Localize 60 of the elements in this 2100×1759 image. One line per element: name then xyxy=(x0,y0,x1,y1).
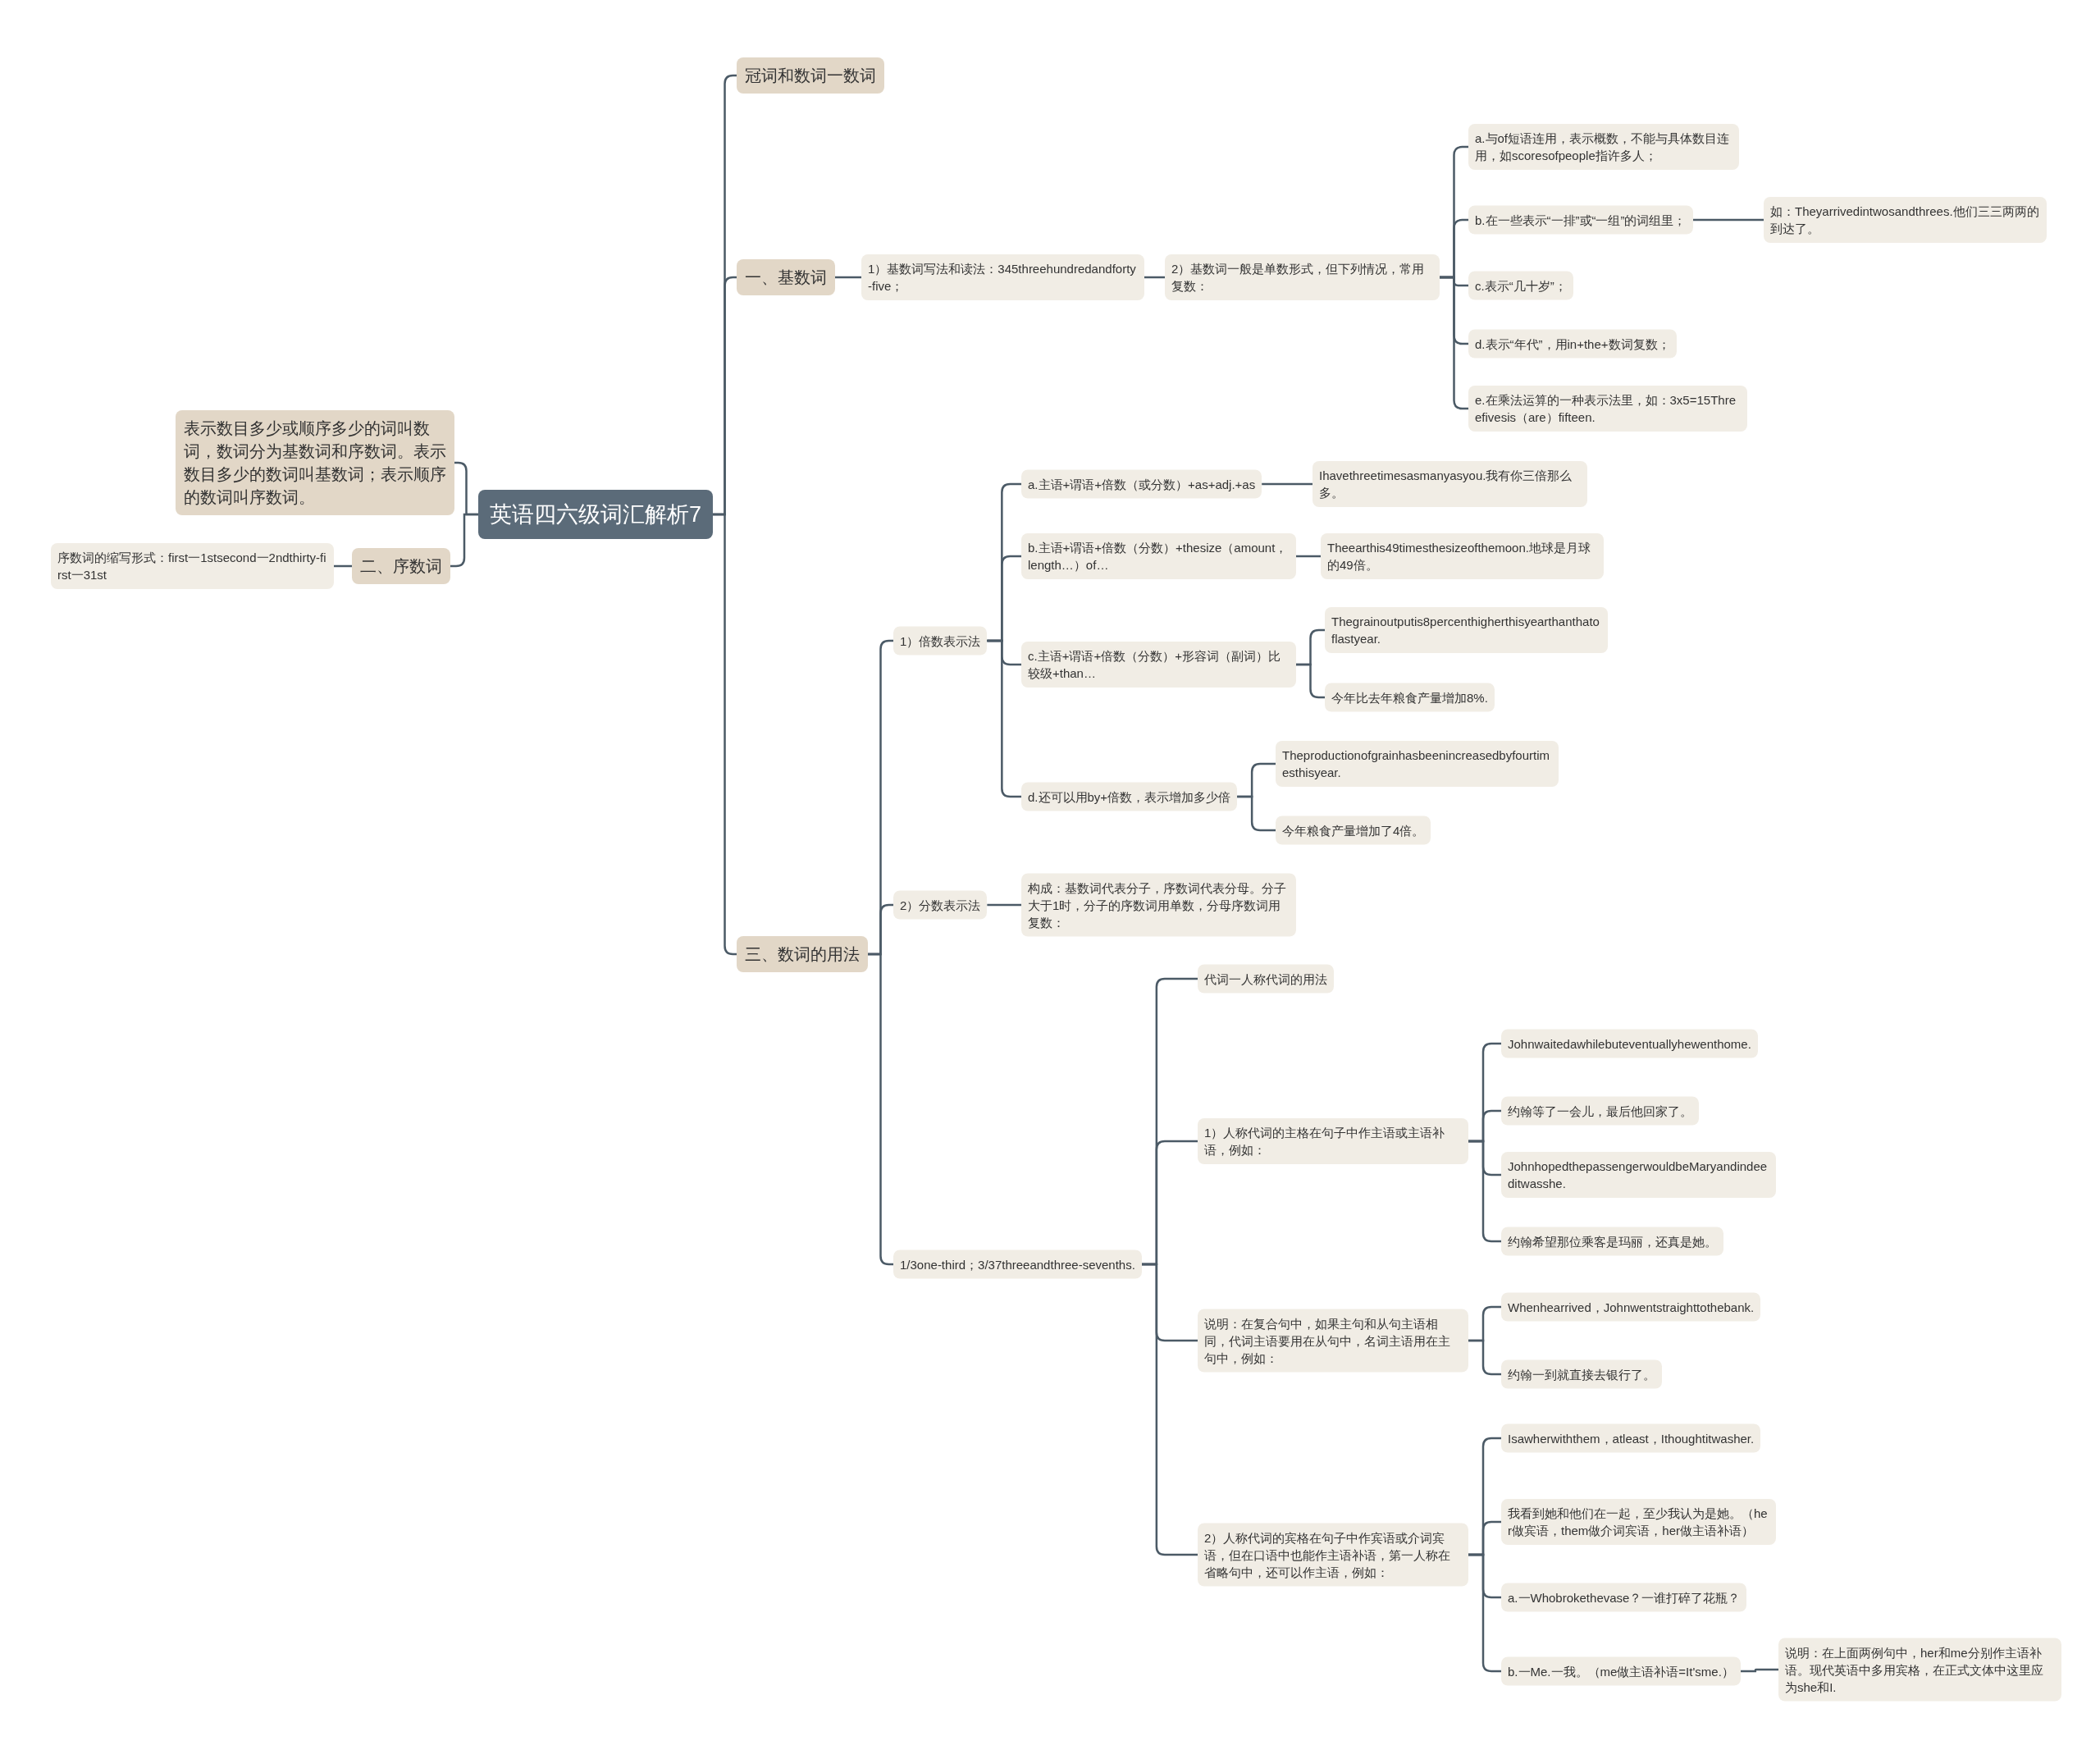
main-topic: 二、序数词 xyxy=(352,548,450,584)
connector-line xyxy=(987,903,1021,907)
subtopic: 1）倍数表示法 xyxy=(893,626,988,656)
subtopic: 构成：基数词代表分子，序数词代表分母。分子大于1时，分子的序数词用单数，分母序数词用复数： xyxy=(1021,873,1296,937)
subtopic: 2）基数词一般是单数形式，但下列情况，常用复数： xyxy=(1165,254,1440,300)
subtopic: a.主语+谓语+倍数（或分数）+as+adj.+as xyxy=(1021,469,1262,499)
subtopic: b.一Me.一我。（me做主语补语=It'sme.） xyxy=(1501,1656,1741,1686)
subtopic: 1）人称代词的主格在句子中作主语或主语补语，例如： xyxy=(1198,1118,1468,1164)
subtopic: e.在乘法运算的一种表示法里，如：3x5=15Threefivesis（are）fifteen. xyxy=(1468,386,1747,432)
connector-line xyxy=(987,639,1021,798)
connector-line xyxy=(1141,1263,1198,1556)
main-topic: 冠词和数词一数词 xyxy=(737,57,884,94)
subtopic: c.主语+谓语+倍数（分数）+形容词（副词）比较级+than… xyxy=(1021,642,1296,688)
central-topic: 英语四六级词汇解析7 xyxy=(478,490,714,539)
main-topic: 三、数词的用法 xyxy=(737,936,868,972)
connector-line xyxy=(1468,1339,1501,1376)
subtopic: 说明：在上面两例句中，her和me分别作主语补语。现代英语中多用宾格，在正式文体中这里应为she和I. xyxy=(1778,1638,2061,1702)
subtopic: 2）分数表示法 xyxy=(893,890,988,920)
connector-line xyxy=(334,564,352,568)
subtopic: 约翰希望那位乘客是玛丽，还真是她。 xyxy=(1501,1227,1723,1256)
subtopic: 说明：在复合句中，如果主句和从句主语相同，代词主语要用在从句中，名词主语用在主句中，例如： xyxy=(1198,1309,1468,1373)
connector-line xyxy=(1262,482,1312,486)
subtopic: 1）基数词写法和读法：345threehundredandforty-five； xyxy=(861,254,1144,300)
subtopic: 我看到她和他们在一起，至少我认为是她。（her做宾语，them做介词宾语，her做主语补语） xyxy=(1501,1499,1776,1545)
connector-line xyxy=(1740,1668,1778,1673)
connector-line xyxy=(835,276,861,279)
subtopic: Theproductionofgrainhasbeenincreasedbyfourtimesthisyear. xyxy=(1276,741,1559,787)
subtopic: Isawherwiththem，atleast，Ithoughtitwasher. xyxy=(1501,1423,1761,1453)
subtopic: 约翰一到就直接去银行了。 xyxy=(1501,1359,1662,1389)
subtopic: b.在一些表示“一排”或“一组”的词组里； xyxy=(1468,205,1693,235)
subtopic: Ihavethreetimesasmanyasyou.我有你三倍那么多。 xyxy=(1312,461,1587,507)
subtopic: b.主语+谓语+倍数（分数）+thesize（amount，length…）of… xyxy=(1021,533,1296,579)
subtopic: 序数词的缩写形式：first一1stsecond一2ndthirty-first一31st xyxy=(51,543,334,589)
connector-line xyxy=(1692,218,1764,222)
subtopic: 1/3one-third；3/37threeandthree-sevenths. xyxy=(893,1250,1142,1279)
subtopic: 2）人称代词的宾格在句子中作宾语或介词宾语，但在口语中也能作主语补语，第一人称在省略句中，还可以作主语，例如： xyxy=(1198,1523,1468,1587)
subtopic: 今年比去年粮食产量增加8%. xyxy=(1325,683,1495,712)
subtopic: d.表示“年代”，用in+the+数词复数； xyxy=(1468,329,1677,359)
main-topic: 一、基数词 xyxy=(737,259,835,295)
connector-line xyxy=(1144,276,1165,279)
subtopic: d.还可以用by+倍数，表示增加多少倍 xyxy=(1021,782,1238,811)
subtopic: 今年粮食产量增加了4倍。 xyxy=(1276,816,1431,845)
subtopic: 约翰等了一会儿，最后他回家了。 xyxy=(1501,1096,1699,1126)
subtopic: a.一Whobrokethevase？一谁打碎了花瓶？ xyxy=(1501,1583,1747,1612)
connector-line xyxy=(1440,276,1468,410)
subtopic: JohnhopedthepassengerwouldbeMaryandindeeditwasshe. xyxy=(1501,1152,1776,1198)
subtopic: Theearthis49timesthesizeofthemoon.地球是月球的49倍。 xyxy=(1321,533,1604,579)
connector-line xyxy=(1468,1140,1501,1243)
subtopic: Whenhearrived，Johnwentstraighttothebank. xyxy=(1501,1292,1761,1322)
subtopic: c.表示“几十岁”； xyxy=(1468,271,1573,300)
subtopic: Johnwaitedawhilebuteventuallyhewenthome. xyxy=(1501,1029,1758,1058)
subtopic: Thegrainoutputis8percenthigherthisyearthanthatoflastyear. xyxy=(1325,607,1608,653)
main-topic: 表示数目多少或顺序多少的词叫数词，数词分为基数词和序数词。表示数目多少的数词叫基数词；表示顺序的数词叫序数词。 xyxy=(176,410,454,515)
connector-line xyxy=(1296,663,1325,699)
connector-line xyxy=(1468,1553,1501,1673)
subtopic: 代词一人称代词的用法 xyxy=(1198,964,1334,994)
subtopic: a.与of短语连用，表示概数，不能与具体数目连用，如scoresofpeople指许多人； xyxy=(1468,124,1739,170)
subtopic: 如：Theyarrivedintwosandthrees.他们三三两两的到达了。 xyxy=(1764,197,2047,243)
connector-line xyxy=(1237,795,1276,832)
connector-line xyxy=(1296,555,1321,558)
